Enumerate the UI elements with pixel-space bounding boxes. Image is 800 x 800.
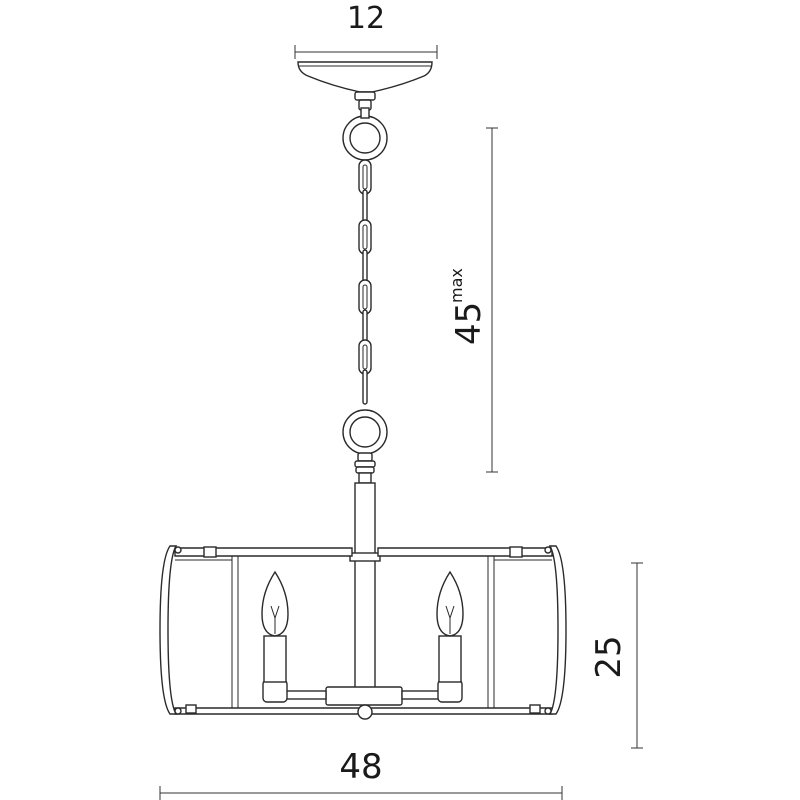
bottom-ring [342,409,388,455]
overall-width-label: 48 [339,747,382,787]
chain-link-side [362,249,368,285]
drop-height-label: 45 [449,302,489,345]
dimension-shade-height: 25 [589,562,643,749]
chain-link-inner [362,344,368,370]
stem [349,452,381,704]
shade-height-label: 25 [589,635,629,678]
dimension-top-width: 12 [294,1,438,59]
drop-height-max-label: max [447,268,466,303]
ceiling-canopy [297,61,433,111]
chain-link-inner [362,284,368,310]
left-candle-bulb [261,570,289,703]
top-ring [342,107,388,161]
right-candle-bulb [436,570,464,703]
candle-arm-base [285,686,443,720]
dimension-overall-width: 48 [159,747,563,800]
chain-link-inner [362,164,368,190]
chain-link-side [362,309,368,345]
chain [358,159,372,405]
chain-link-side [362,369,368,405]
dimension-drop-height: 45 max [447,127,498,473]
chain-link-side [362,189,368,225]
top-width-label: 12 [347,1,385,36]
chain-link-inner [362,224,368,250]
